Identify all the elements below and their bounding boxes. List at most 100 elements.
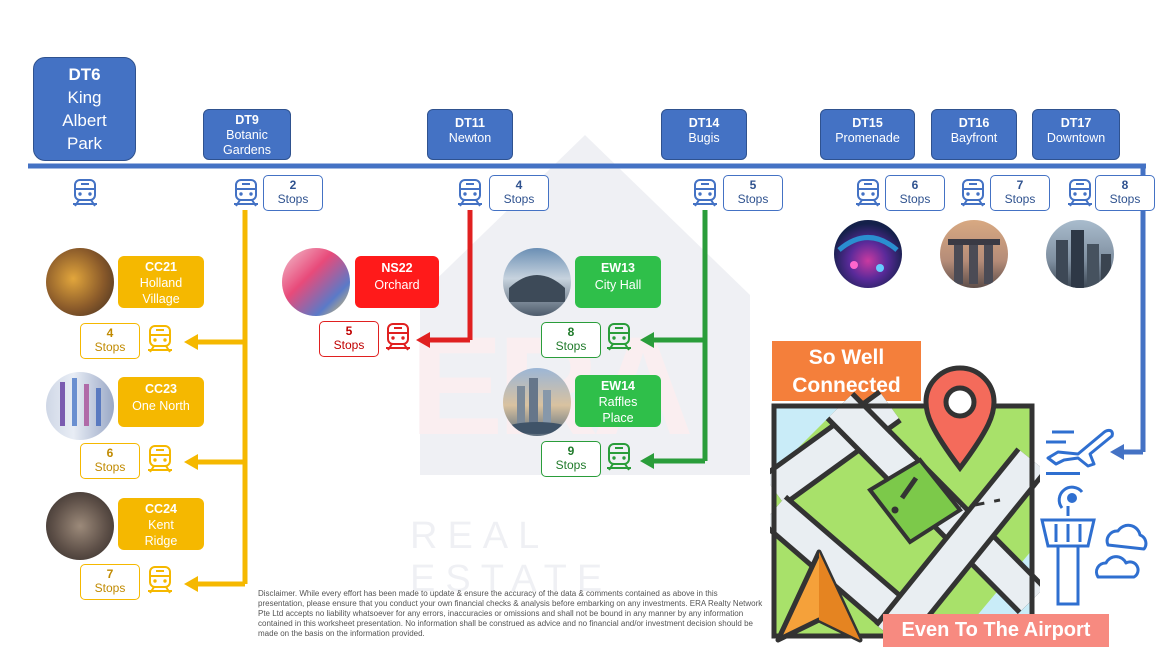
station-dt16: DT16 Bayfront — [931, 109, 1017, 160]
cc-arrow-kent-ridge — [184, 576, 198, 592]
stop-count-one-north: 6 Stops — [80, 443, 140, 479]
location-pin-icon — [923, 365, 997, 472]
stop-count-label: Stops — [1004, 192, 1036, 206]
stop-count-number: 5 — [345, 324, 353, 338]
train-icon — [384, 322, 412, 352]
stop-count-promenade: 6 Stops — [885, 175, 945, 211]
stop-count-label: Stops — [94, 581, 126, 595]
stop-count-label: Stops — [277, 192, 309, 206]
disclaimer-text: Disclaimer. While every effort has been … — [258, 589, 763, 638]
stop-count-number: 8 — [567, 325, 575, 339]
stop-count-label: Stops — [555, 458, 587, 472]
holland-village-photo — [46, 248, 114, 316]
interchange-code: CC23 — [145, 382, 177, 396]
station-dt11: DT11 Newton — [427, 109, 513, 160]
stop-count-number: 6 — [106, 446, 114, 460]
interchange-code: EW13 — [600, 261, 636, 275]
downtown-photo — [1046, 220, 1114, 288]
interchange-cc21: CC21 Holland Village — [118, 256, 204, 308]
interchange-name-line: Raffles — [598, 395, 638, 409]
ns-arrow-orchard — [416, 332, 430, 348]
stop-count-number: 4 — [106, 326, 114, 340]
ew-arrow-raffles — [640, 453, 654, 469]
train-icon — [146, 444, 174, 474]
one-north-photo — [46, 372, 114, 440]
station-name-line: Albert — [62, 111, 107, 130]
cc-arrow-one-north — [184, 454, 198, 470]
stop-count-number: 2 — [289, 178, 297, 192]
station-name-line: Botanic — [226, 128, 268, 142]
station-name-line: King — [67, 88, 102, 107]
stop-count-city-hall: 8 Stops — [541, 322, 601, 358]
stop-count-label: Stops — [899, 192, 931, 206]
interchange-code: NS22 — [381, 261, 413, 275]
stop-count-number: 4 — [515, 178, 523, 192]
station-dt15: DT15 Promenade — [820, 109, 915, 160]
stop-count-bugis: 5 Stops — [723, 175, 783, 211]
interchange-ew13: EW13 City Hall — [575, 256, 661, 308]
stop-count-label: Stops — [1109, 192, 1141, 206]
interchange-ns22: NS22 Orchard — [355, 256, 439, 308]
stop-count-botanic-gardens: 2 Stops — [263, 175, 323, 211]
train-icon — [605, 442, 633, 472]
stop-count-label: Stops — [503, 192, 535, 206]
station-code: DT17 — [1060, 116, 1092, 130]
station-code: DT14 — [688, 116, 720, 130]
train-icon — [456, 178, 484, 208]
stop-count-label: Stops — [333, 338, 365, 352]
interchange-cc23: CC23 One North — [118, 377, 204, 427]
interchange-name-line: Holland — [139, 276, 183, 290]
stop-count-label: Stops — [94, 460, 126, 474]
train-icon — [1066, 178, 1094, 208]
promenade-photo — [834, 220, 902, 288]
station-name-line: Bugis — [688, 131, 720, 145]
train-icon — [854, 178, 882, 208]
station-name-line: Bayfront — [950, 131, 998, 145]
station-name-line: Gardens — [223, 143, 271, 157]
stop-count-number: 8 — [1121, 178, 1129, 192]
airplane-icon — [1046, 428, 1114, 468]
navigation-arrow-icon — [775, 549, 863, 643]
stop-count-orchard: 5 Stops — [319, 321, 379, 357]
ew-arrow-city-hall — [640, 332, 654, 348]
station-dt14: DT14 Bugis — [661, 109, 747, 160]
stop-count-number: 5 — [749, 178, 757, 192]
control-tower-icon — [1040, 485, 1096, 606]
stop-count-downtown: 8 Stops — [1095, 175, 1155, 211]
so-well-connected-banner: So Well Connected — [772, 341, 921, 401]
interchange-ew14: EW14 Raffles Place — [575, 375, 661, 427]
interchange-name-line: One North — [132, 399, 190, 413]
train-icon — [146, 324, 174, 354]
stop-count-label: Stops — [737, 192, 769, 206]
station-code: DT16 — [958, 116, 990, 130]
interchange-name-line: Village — [142, 292, 180, 306]
train-icon — [146, 565, 174, 595]
stop-count-bayfront: 7 Stops — [990, 175, 1050, 211]
station-dt6: DT6 King Albert Park — [33, 57, 136, 161]
cc-arrow-holland — [184, 334, 198, 350]
stop-count-number: 9 — [567, 444, 575, 458]
station-dt17: DT17 Downtown — [1032, 109, 1120, 160]
stop-count-number: 7 — [1016, 178, 1024, 192]
airport-arrow-head — [1110, 444, 1124, 460]
stop-count-kent-ridge: 7 Stops — [80, 564, 140, 600]
interchange-name-line: Place — [602, 411, 634, 425]
interchange-name-line: Kent — [148, 518, 174, 532]
station-name-line: Downtown — [1046, 131, 1106, 145]
train-icon — [959, 178, 987, 208]
interchange-code: CC24 — [145, 502, 177, 516]
stop-count-label: Stops — [94, 340, 126, 354]
stop-count-newton: 4 Stops — [489, 175, 549, 211]
airport-banner: Even To The Airport — [883, 614, 1109, 647]
interchange-name-line: City Hall — [594, 278, 642, 292]
train-icon — [71, 178, 99, 208]
station-name-line: Promenade — [835, 131, 900, 145]
interchange-code: EW14 — [600, 379, 636, 393]
train-icon — [691, 178, 719, 208]
station-code: DT11 — [455, 116, 485, 130]
raffles-place-photo — [503, 368, 571, 436]
train-icon — [232, 178, 260, 208]
orchard-photo — [282, 248, 350, 316]
interchange-name-line: Orchard — [374, 278, 420, 292]
